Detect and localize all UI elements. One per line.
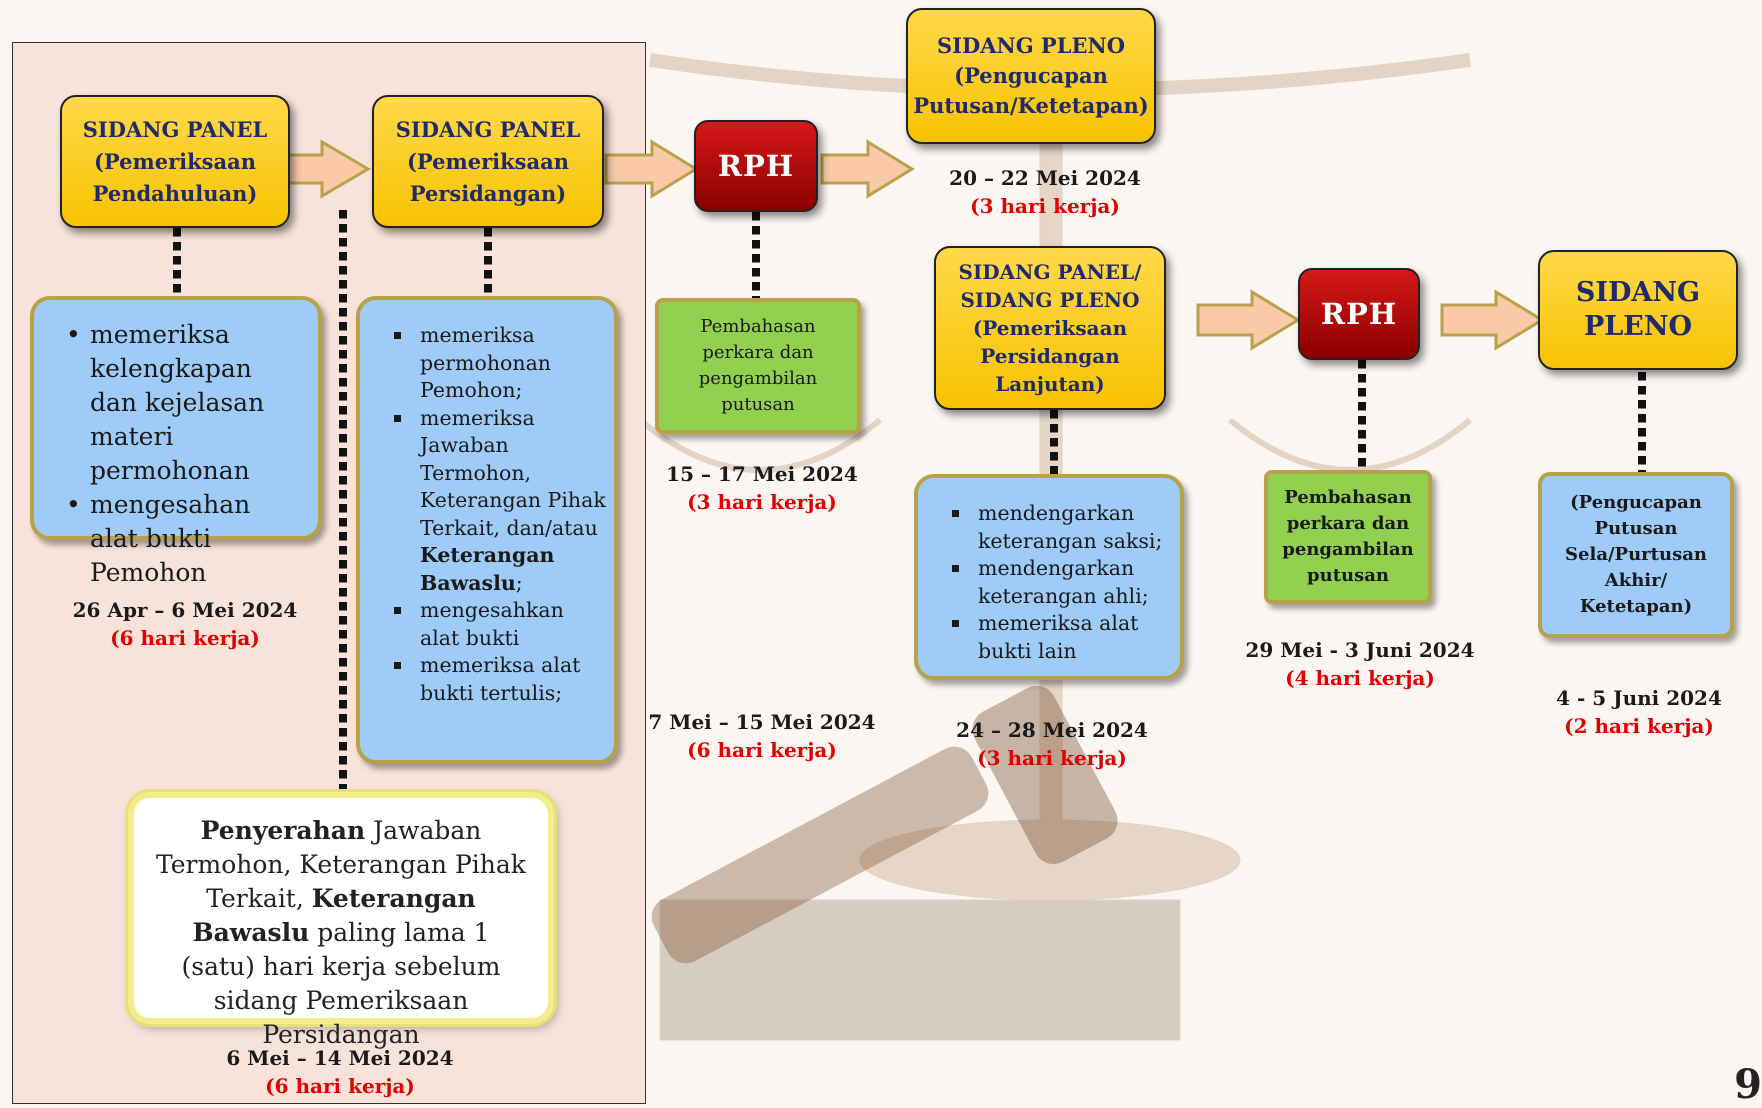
pleno1-date: 20 – 22 Mei 2024 (3 hari kerja) bbox=[900, 164, 1190, 220]
duration-text: (6 hari kerja) bbox=[265, 1074, 415, 1098]
duration-text: (3 hari kerja) bbox=[970, 194, 1120, 218]
stage-title-line: (Pemeriksaan bbox=[93, 148, 256, 174]
arrow-right-icon bbox=[604, 139, 699, 199]
stage-title-line: (Pemeriksaan bbox=[972, 316, 1128, 340]
stage-title-line: PLENO bbox=[1583, 311, 1693, 342]
arrow-right-icon bbox=[1440, 289, 1545, 351]
date-text: 6 Mei – 14 Mei 2024 bbox=[226, 1046, 454, 1070]
list-item: memeriksa kelengkapan dan kejelasan mate… bbox=[62, 318, 302, 488]
list-item: memeriksa alat bukti tertulis; bbox=[386, 652, 606, 707]
stage-sidang-pleno-akhir: SIDANG PLENO bbox=[1538, 250, 1738, 370]
stage-title-line: SIDANG PANEL bbox=[82, 116, 268, 142]
stage-title-line: Putusan/Ketetapan) bbox=[913, 93, 1149, 118]
stage-sidang-panel-pendahuluan: SIDANG PANEL (Pemeriksaan Pendahuluan) bbox=[60, 95, 290, 228]
stage-title-line: Persidangan bbox=[980, 344, 1120, 368]
connector-dots bbox=[752, 212, 760, 298]
list-item: mengesahkan alat bukti bbox=[386, 597, 606, 652]
date-text: 29 Mei - 3 Juni 2024 bbox=[1245, 638, 1475, 662]
rph-label: RPH bbox=[1320, 297, 1398, 331]
rph-label: RPH bbox=[717, 149, 795, 183]
connector-dots bbox=[339, 210, 347, 800]
duration-text: (3 hari kerja) bbox=[977, 746, 1127, 770]
note-bold: Penyerahan bbox=[200, 816, 366, 845]
pleno2-date: 4 - 5 Juni 2024 (2 hari kerja) bbox=[1534, 684, 1744, 740]
arrow-right-icon bbox=[820, 139, 915, 199]
stage-sidang-pleno-pengucapan: SIDANG PLENO (Pengucapan Putusan/Ketetap… bbox=[906, 8, 1156, 144]
note-text: Jawaban Termohon, Keterangan Pihak Terka… bbox=[156, 816, 526, 913]
list-item: memeriksa permohonan Pemohon; bbox=[386, 322, 606, 405]
list-item: mendengarkan keterangan ahli; bbox=[944, 555, 1170, 610]
list-item-bold: Keterangan Bawaslu bbox=[420, 543, 555, 595]
stage-title-line: SIDANG PANEL bbox=[395, 116, 581, 142]
duration-text: (4 hari kerja) bbox=[1285, 666, 1435, 690]
arrow-right-icon bbox=[1196, 289, 1301, 351]
stage-title-line: SIDANG PLENO bbox=[937, 33, 1125, 58]
list-item: memeriksa Jawaban Termohon, Keterangan P… bbox=[386, 405, 606, 598]
panel2-date: 7 Mei – 15 Mei 2024 (6 hari kerja) bbox=[640, 708, 884, 764]
date-text: 26 Apr – 6 Mei 2024 bbox=[72, 598, 298, 622]
description-text: (Pengucapan Putusan Sela/Purtusan Akhir/… bbox=[1565, 492, 1707, 617]
description-text: Pembahasan perkara dan pengambilan putus… bbox=[1282, 487, 1414, 586]
note-bold: Keterangan Bawaslu bbox=[192, 884, 476, 947]
submission-date: 6 Mei – 14 Mei 2024 (6 hari kerja) bbox=[180, 1044, 500, 1100]
stage-title-line: SIDANG PANEL/ bbox=[958, 260, 1142, 284]
stage-title-line: Lanjutan) bbox=[995, 372, 1105, 396]
lanjutan-activities: mendengarkan keterangan saksi; mendengar… bbox=[914, 474, 1184, 680]
connector-dots bbox=[1050, 410, 1058, 474]
duration-text: (6 hari kerja) bbox=[110, 626, 260, 650]
stage-sidang-panel-persidangan: SIDANG PANEL (Pemeriksaan Persidangan) bbox=[372, 95, 604, 228]
stage-rph-2: RPH bbox=[1298, 268, 1420, 360]
duration-text: (3 hari kerja) bbox=[687, 490, 837, 514]
connector-dots bbox=[1638, 372, 1646, 474]
stage-title-line: (Pemeriksaan bbox=[406, 148, 569, 174]
stage-title-line: Pendahuluan) bbox=[92, 180, 258, 206]
stage-sidang-lanjutan: SIDANG PANEL/ SIDANG PLENO (Pemeriksaan … bbox=[934, 246, 1166, 410]
list-item-text: ; bbox=[515, 570, 523, 595]
pleno2-description: (Pengucapan Putusan Sela/Purtusan Akhir/… bbox=[1538, 472, 1734, 638]
rph2-description: Pembahasan perkara dan pengambilan putus… bbox=[1264, 470, 1432, 604]
page-number: 9 bbox=[1734, 1061, 1762, 1108]
submission-note-box: Penyerahan Jawaban Termohon, Keterangan … bbox=[128, 792, 554, 1049]
connector-dots bbox=[173, 228, 181, 296]
date-text: 7 Mei – 15 Mei 2024 bbox=[648, 710, 876, 734]
stage-rph-1: RPH bbox=[694, 120, 818, 212]
list-item: mengesahan alat bukti Pemohon bbox=[62, 488, 302, 590]
date-text: 4 - 5 Juni 2024 bbox=[1556, 686, 1722, 710]
description-text: Pembahasan perkara dan pengambilan putus… bbox=[698, 316, 818, 415]
rph1-date: 15 – 17 Mei 2024 (3 hari kerja) bbox=[640, 460, 884, 516]
stage-title-line: SIDANG bbox=[1575, 277, 1701, 308]
list-item-text: memeriksa Jawaban Termohon, Keterangan P… bbox=[420, 405, 606, 540]
connector-dots bbox=[1358, 360, 1366, 470]
panel1-activities: memeriksa kelengkapan dan kejelasan mate… bbox=[30, 296, 322, 587]
lanjutan-date: 24 – 28 Mei 2024 (3 hari kerja) bbox=[920, 716, 1184, 772]
connector-dots bbox=[484, 228, 492, 296]
list-item: mendengarkan keterangan saksi; bbox=[944, 500, 1170, 555]
stage-title-line: Persidangan) bbox=[409, 180, 567, 206]
duration-text: (2 hari kerja) bbox=[1564, 714, 1714, 738]
list-item: memeriksa alat bukti lain bbox=[944, 610, 1170, 665]
stage-title-line: SIDANG PLENO bbox=[960, 288, 1140, 312]
stage-title-line: (Pengucapan bbox=[954, 63, 1108, 88]
date-text: 20 – 22 Mei 2024 bbox=[949, 166, 1141, 190]
panel2-activities: memeriksa permohonan Pemohon; memeriksa … bbox=[356, 296, 618, 764]
date-text: 24 – 28 Mei 2024 bbox=[956, 718, 1148, 742]
note-text: paling lama 1 (satu) hari kerja sebelum … bbox=[181, 918, 501, 1049]
panel1-date: 26 Apr – 6 Mei 2024 (6 hari kerja) bbox=[40, 596, 330, 652]
date-text: 15 – 17 Mei 2024 bbox=[666, 462, 858, 486]
rph2-date: 29 Mei - 3 Juni 2024 (4 hari kerja) bbox=[1240, 636, 1480, 692]
rph1-description: Pembahasan perkara dan pengambilan putus… bbox=[655, 298, 861, 434]
duration-text: (6 hari kerja) bbox=[687, 738, 837, 762]
